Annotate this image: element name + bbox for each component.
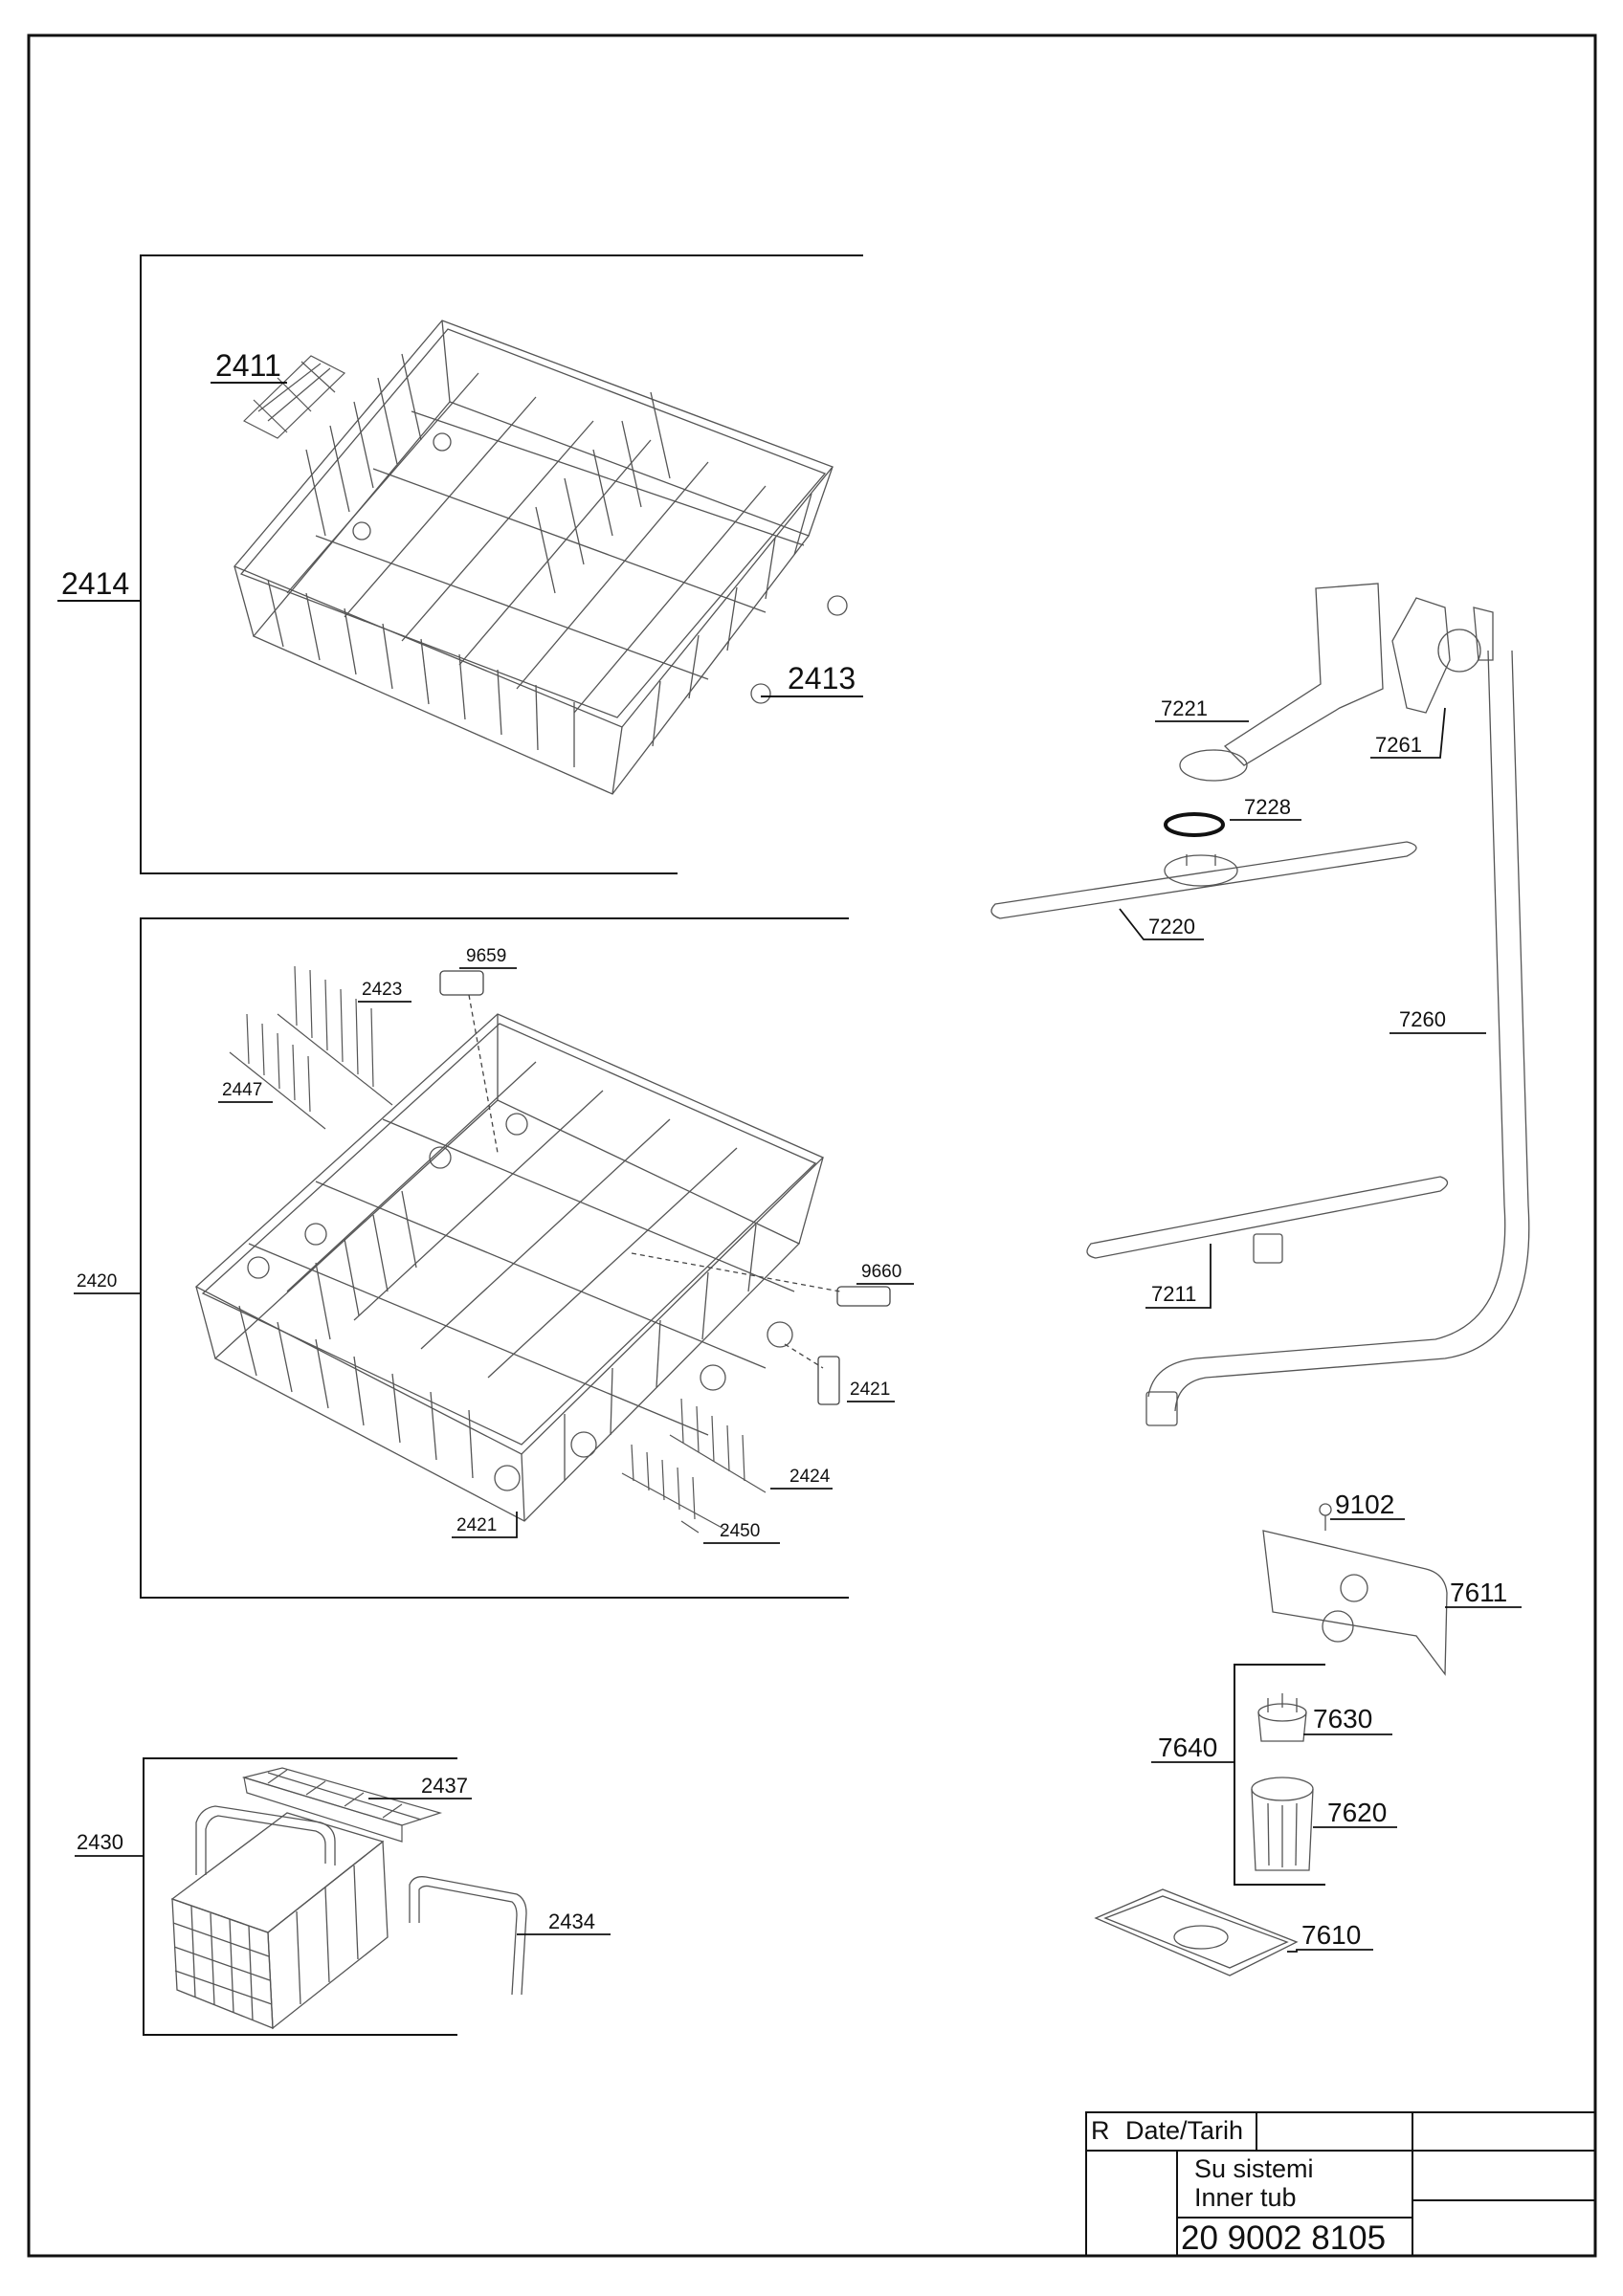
part-2437-illustration [241,1767,443,1843]
part-7611-cover-illustration [1262,1530,1448,1676]
title-block-date-label: Date/Tarih [1125,2116,1244,2145]
part-label-7640: 7640 [1158,1733,1217,1762]
filter-group: 9102 7611 7630 7640 7620 7610 [1094,1490,1522,1976]
part-2424-2450-illustration [621,1398,767,1534]
part-7221-illustration [1179,583,1384,782]
part-label-2430: 2430 [77,1830,123,1854]
title-block-title-tr: Su sistemi [1194,2154,1314,2183]
part-label-7228: 7228 [1244,795,1291,819]
title-block-revision: R [1091,2116,1110,2145]
part-label-7610: 7610 [1301,1920,1361,1950]
part-2423-illustration [277,965,393,1106]
title-block-drawing-number: 20 9002 8105 [1181,2219,1387,2257]
part-label-2424: 2424 [789,1467,831,1487]
part-label-2437: 2437 [421,1774,468,1798]
spray-system-group: 7221 7261 7228 7220 7260 7211 [990,583,1530,1426]
part-7630-filter-illustration [1257,1693,1307,1742]
part-label-7261: 7261 [1375,733,1422,757]
leader-7211 [1145,1244,1212,1309]
part-label-2421-bottom: 2421 [456,1515,497,1535]
drawing-frame [27,33,1597,2258]
part-label-7630: 7630 [1313,1704,1372,1733]
part-7261-illustration [1391,597,1481,714]
part-label-7220: 7220 [1148,915,1195,938]
part-7620-filter-illustration [1251,1777,1314,1871]
part-label-7620: 7620 [1327,1798,1387,1827]
part-label-2434: 2434 [548,1910,595,1933]
part-label-2423: 2423 [362,980,402,1000]
cutlery-basket-group: 2437 2430 2434 [75,1757,611,2036]
leader-7610 [1287,1949,1373,1953]
part-2434-illustration [409,1876,527,1996]
part-label-9660: 9660 [861,1262,901,1282]
part-2447-illustration [229,1013,326,1130]
part-label-2421-right: 2421 [850,1380,890,1400]
part-label-9659: 9659 [466,946,506,966]
group-bracket-upper-basket [140,254,863,874]
clip-parts-illustration [439,970,891,1405]
part-label-7611: 7611 [1450,1578,1507,1607]
group-bracket-cutlery [143,1757,457,2036]
cutlery-basket-illustration [170,1805,389,2030]
part-label-2411: 2411 [215,348,281,383]
lower-basket-illustration [194,1013,825,1522]
pipe-7260-illustration [1145,607,1530,1426]
part-label-2447: 2447 [222,1080,262,1100]
part-label-2450: 2450 [720,1521,760,1541]
part-label-9102: 9102 [1335,1490,1394,1519]
group-bracket-7640 [1234,1664,1325,1886]
part-9102-screw [1319,1503,1332,1531]
part-label-7211: 7211 [1151,1282,1196,1306]
part-7228-o-ring [1164,812,1225,837]
title-block [1085,2111,1596,2257]
upper-basket-group: 2411 2414 2413 [57,254,863,874]
part-label-2413: 2413 [788,661,856,695]
upper-basket-illustration [233,320,848,795]
title-block-title-en: Inner tub [1194,2183,1297,2212]
leader-7220 [1119,908,1204,940]
part-label-2414: 2414 [61,566,129,601]
leader-7261 [1370,707,1446,759]
part-label-2420: 2420 [77,1271,117,1292]
part-label-7260: 7260 [1399,1007,1446,1031]
part-7211-spray-arm [1086,1176,1449,1264]
part-label-7221: 7221 [1161,696,1208,720]
lower-basket-group: 9659 2423 2447 2420 9660 2421 2424 2421 … [74,917,914,1599]
leader-2421-bottom [452,1512,518,1538]
part-7610-plate-illustration [1094,1888,1299,1976]
part-7220-spray-arm [990,841,1417,919]
group-bracket-lower-basket [140,917,849,1599]
